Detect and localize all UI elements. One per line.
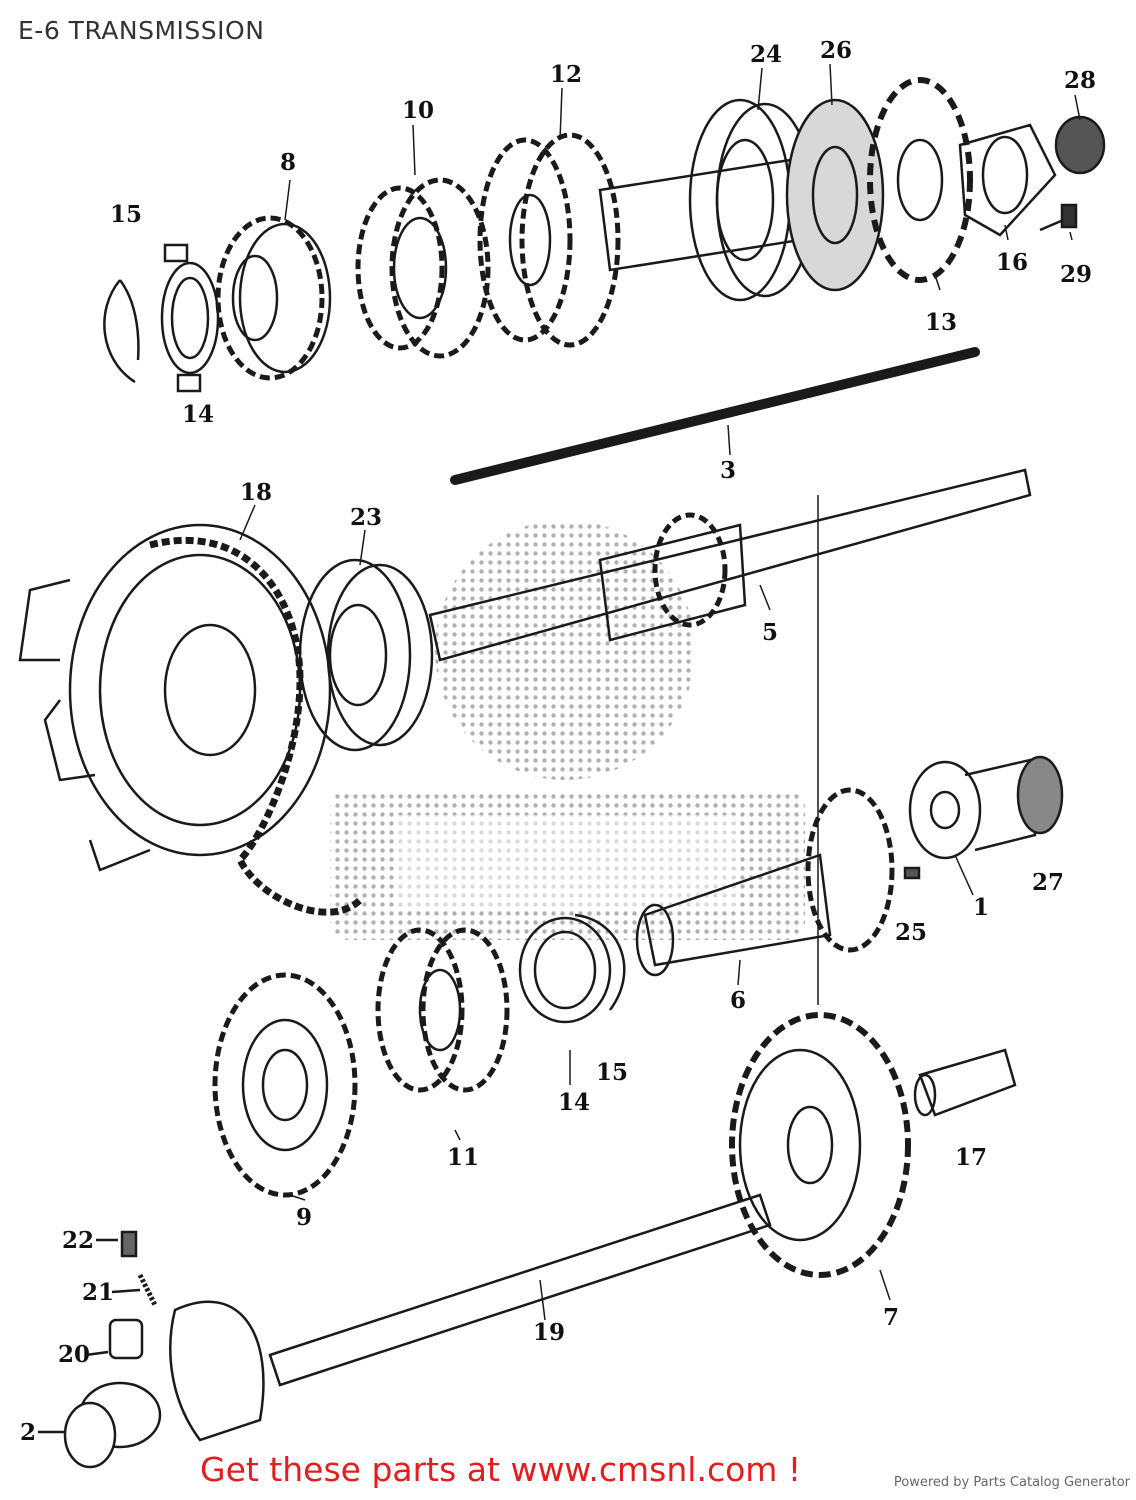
callout-25: 25 <box>895 919 927 946</box>
callout-28: 28 <box>1064 67 1096 94</box>
gear-part-8[interactable] <box>215 215 332 381</box>
bushing-part-1[interactable] <box>908 758 1037 860</box>
bolt-part-29[interactable] <box>1039 203 1078 232</box>
callout-23: 23 <box>350 504 382 531</box>
callout-13: 13 <box>925 309 957 336</box>
kick-shaft-part-19[interactable] <box>169 1193 772 1442</box>
callout-21: 21 <box>82 1279 114 1306</box>
gear-part-6[interactable] <box>635 787 895 977</box>
sprocket-part-13[interactable] <box>867 77 973 283</box>
callout-20: 20 <box>58 1341 90 1368</box>
sleeve-part-17[interactable] <box>913 1048 1017 1117</box>
nut-part-28[interactable] <box>1054 115 1106 175</box>
circlip-part-15-lower[interactable] <box>574 913 626 1011</box>
gear-part-11[interactable] <box>375 927 510 1093</box>
shift-rod-part-3[interactable] <box>450 347 980 485</box>
callout-7: 7 <box>883 1304 899 1331</box>
drive-chain-part-18[interactable] <box>149 536 363 916</box>
callout-16: 16 <box>996 249 1028 276</box>
cap-part-27[interactable] <box>1016 755 1064 835</box>
callout-24: 24 <box>750 41 782 68</box>
clutch-housing-part-18[interactable] <box>18 523 332 872</box>
callout-11: 11 <box>447 1144 479 1171</box>
pin-part-25[interactable] <box>903 866 921 880</box>
callout-12: 12 <box>550 61 582 88</box>
mainshaft-part-5[interactable] <box>428 468 1032 662</box>
oil-seal-part-26[interactable] <box>785 98 885 292</box>
callout-5: 5 <box>762 619 778 646</box>
spring-part-21[interactable] <box>111 1273 158 1307</box>
washer-part-14[interactable] <box>160 243 220 393</box>
generator-credit: Powered by Parts Catalog Generator <box>893 1475 1130 1490</box>
parts-shop-link[interactable]: Get these parts at www.cmsnl.com ! <box>200 1450 802 1489</box>
circlip-part-15[interactable] <box>103 279 140 384</box>
callout-22: 22 <box>62 1227 94 1254</box>
callout-labels: 15 14 8 10 12 24 26 28 13 16 29 3 18 23 … <box>20 37 1096 1446</box>
callout-14: 14 <box>182 401 214 428</box>
gear-part-7[interactable] <box>729 1012 911 1278</box>
callout-3: 3 <box>720 457 736 484</box>
callout-8: 8 <box>280 149 296 176</box>
callout-26: 26 <box>820 37 852 64</box>
callout-18: 18 <box>240 479 272 506</box>
bearing-part-23[interactable] <box>298 558 434 752</box>
callout-1: 1 <box>973 894 989 921</box>
gear-part-9[interactable] <box>212 972 358 1198</box>
callout-10: 10 <box>402 97 434 124</box>
gear-part-10[interactable] <box>355 177 491 359</box>
callout-6: 6 <box>730 987 746 1014</box>
bolt-part-22[interactable] <box>96 1230 138 1258</box>
page-title: E-6 TRANSMISSION <box>18 16 265 45</box>
lock-plate-part-16[interactable] <box>958 123 1057 237</box>
watermark-logo <box>330 520 805 940</box>
callout-15: 15 <box>110 201 142 228</box>
pawl-part-20[interactable] <box>85 1318 144 1360</box>
leader-lines <box>239 63 1081 1321</box>
callout-19: 19 <box>533 1319 565 1346</box>
callout-15-lower: 15 <box>596 1059 628 1086</box>
gear-part-12[interactable] <box>477 132 621 348</box>
callout-29: 29 <box>1060 261 1092 288</box>
cap-part-2[interactable] <box>38 1381 162 1469</box>
callout-17: 17 <box>955 1144 987 1171</box>
washer-part-14-lower[interactable] <box>518 916 612 1024</box>
callout-27: 27 <box>1032 869 1064 896</box>
callout-9: 9 <box>296 1204 312 1231</box>
callout-2: 2 <box>20 1419 36 1446</box>
callout-14-lower: 14 <box>558 1089 590 1116</box>
